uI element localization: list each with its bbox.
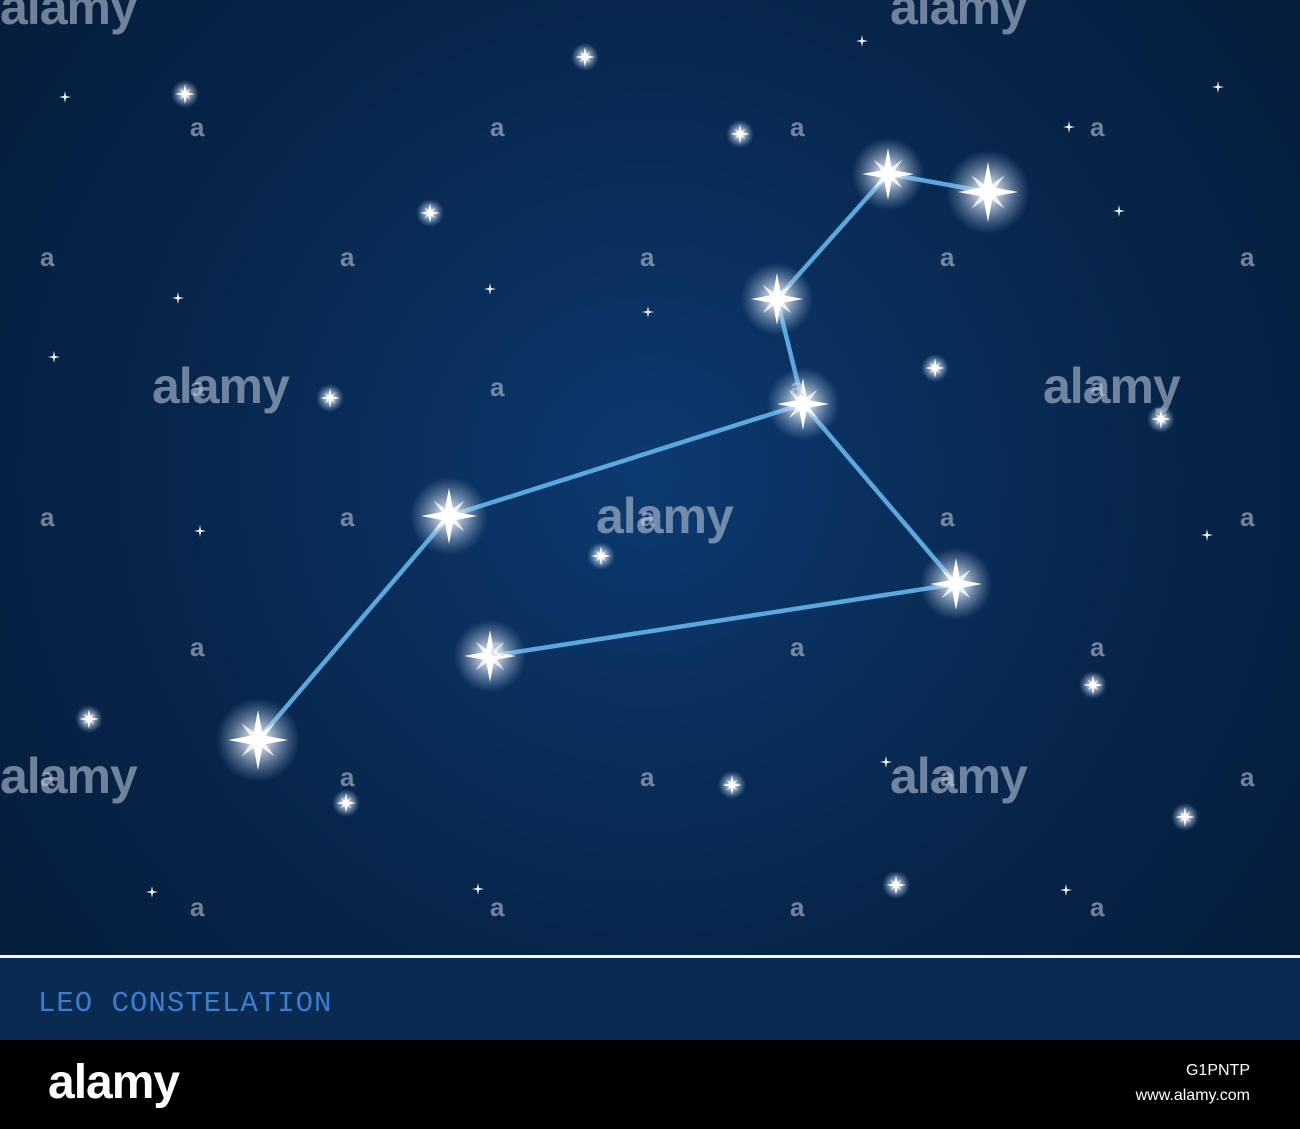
star-icon [472, 883, 484, 895]
watermark-mark: a [940, 762, 955, 792]
star-icon [416, 199, 444, 227]
constellation-star-icon [453, 619, 527, 693]
constellation-star-icon [216, 698, 300, 782]
watermark-mark: a [490, 372, 505, 402]
star-icon [880, 756, 892, 768]
constellation-chart [48, 35, 1224, 899]
watermark: alamy [0, 0, 138, 35]
watermark-mark: a [40, 502, 55, 532]
star-icon [316, 384, 344, 412]
watermark-mark: a [790, 112, 805, 142]
constellation-star-icon [740, 262, 814, 336]
watermark-mark: a [190, 632, 205, 662]
watermark: alamy [890, 748, 1028, 804]
watermark-mark: a [940, 502, 955, 532]
constellation-line [487, 581, 959, 659]
star-icon [1147, 405, 1175, 433]
watermark-mark: a [490, 112, 505, 142]
watermark-mark: a [790, 632, 805, 662]
watermark-mark: a [1090, 112, 1105, 142]
watermark-mark: a [940, 242, 955, 272]
constellation-line [255, 513, 452, 743]
watermark-mark: a [490, 892, 505, 922]
watermark: alamy [890, 0, 1028, 35]
watermark-mark: a [190, 372, 205, 402]
star-icon [921, 354, 949, 382]
constellation-star-icon [919, 547, 993, 621]
watermark-mark: a [340, 242, 355, 272]
star-icon [726, 120, 754, 148]
star-icon [194, 525, 206, 537]
star-icon [171, 80, 199, 108]
footer-bar [0, 1040, 1300, 1129]
constellation-star-icon [766, 367, 840, 441]
star-icon [882, 871, 910, 899]
star-icon [59, 91, 71, 103]
caption-band [0, 958, 1300, 1040]
watermark-mark: a [1240, 502, 1255, 532]
watermark-mark: a [190, 892, 205, 922]
star-icon [1063, 121, 1075, 133]
star-icon [1079, 671, 1107, 699]
watermark-mark: a [790, 372, 805, 402]
image-id: G1PNTP [1185, 1062, 1250, 1079]
watermark-mark: a [640, 242, 655, 272]
star-icon [1212, 81, 1224, 93]
watermark-mark: a [1090, 632, 1105, 662]
star-icon [332, 789, 360, 817]
star-icon [587, 542, 615, 570]
star-icon [1113, 205, 1125, 217]
site-url: www.alamy.com [1135, 1087, 1250, 1104]
watermark-mark: a [340, 762, 355, 792]
star-icon [571, 43, 599, 71]
watermark-mark: a [490, 632, 505, 662]
star-icon [1201, 529, 1213, 541]
star-icon [1060, 884, 1072, 896]
constellation-star-icon [409, 476, 489, 556]
watermark: alamy [1043, 358, 1181, 414]
star-icon [172, 292, 184, 304]
divider [0, 955, 1300, 958]
watermark-mark: a [640, 502, 655, 532]
watermark: alamy [0, 748, 138, 804]
star-icon [484, 283, 496, 295]
caption-title: LEO CONSTELATION [38, 987, 333, 1020]
watermark: alamy [596, 488, 734, 544]
constellation-line [800, 401, 959, 587]
star-icon [718, 771, 746, 799]
watermark-mark: a [40, 762, 55, 792]
night-sky [0, 0, 1300, 955]
alamy-logo: alamy [48, 1056, 180, 1109]
watermark-mark: a [190, 112, 205, 142]
watermark-mark: a [40, 242, 55, 272]
constellation-star-icon [851, 137, 925, 211]
watermark-mark: a [1090, 892, 1105, 922]
watermark-mark: a [1090, 372, 1105, 402]
star-icon [48, 351, 60, 363]
constellation-star-icon [946, 150, 1030, 234]
star-icon [856, 35, 868, 47]
watermark-mark: a [1240, 762, 1255, 792]
watermark-mark: a [1240, 242, 1255, 272]
watermark-mark: a [640, 762, 655, 792]
star-icon [642, 306, 654, 318]
constellation-line [446, 401, 806, 519]
star-icon [75, 705, 103, 733]
watermark: alamy [152, 358, 290, 414]
watermark-mark: a [340, 502, 355, 532]
star-icon [1171, 803, 1199, 831]
watermark-mark: a [790, 892, 805, 922]
star-icon [146, 886, 158, 898]
